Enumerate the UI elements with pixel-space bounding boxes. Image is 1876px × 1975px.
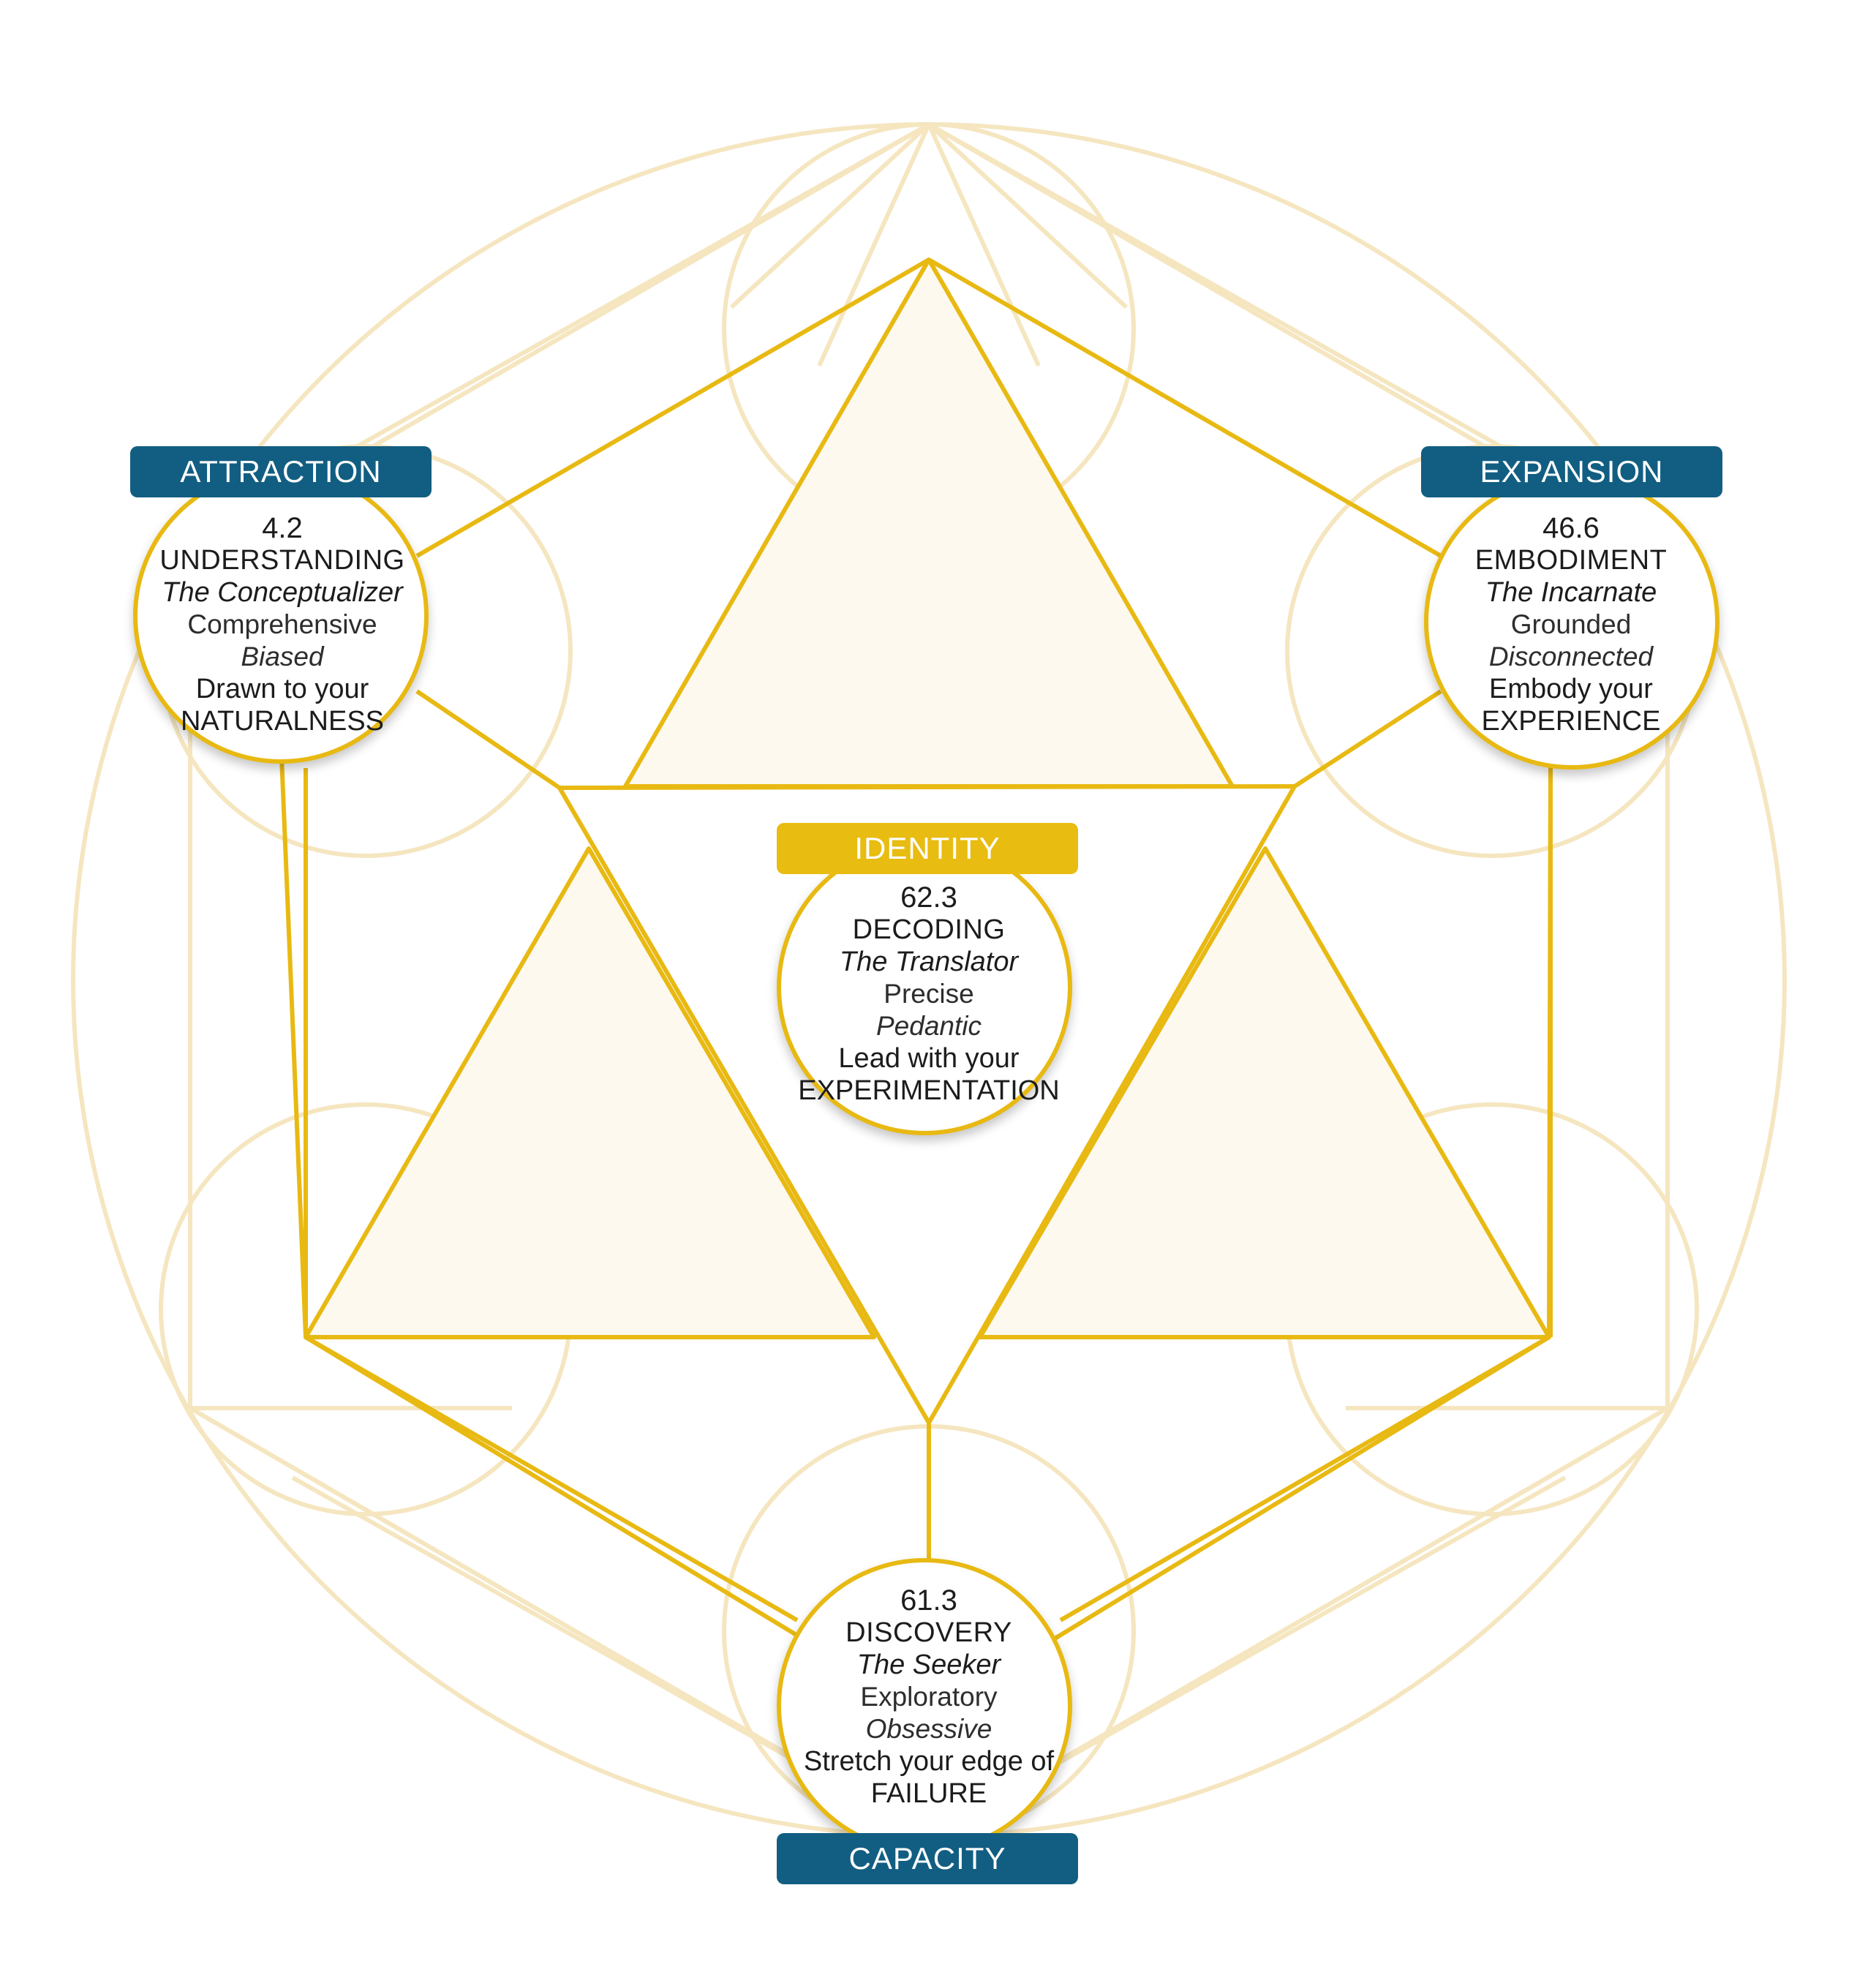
attraction-score: 4.2	[262, 512, 303, 544]
radial-line	[927, 122, 1129, 309]
identity-name: DECODING	[852, 914, 1006, 945]
hexagon-edge	[1293, 689, 1442, 789]
identity-focus: EXPERIMENTATION	[798, 1075, 1060, 1106]
expansion-shadow: Disconnected	[1488, 642, 1654, 672]
hexagon-edge	[1059, 1335, 1551, 1622]
expansion-archetype: The Incarnate	[1485, 577, 1657, 608]
radial-line	[927, 123, 1041, 367]
radial-line	[729, 122, 931, 309]
attraction-shadow: Biased	[241, 642, 324, 672]
radial-line	[817, 123, 931, 367]
hexagon-edge	[415, 257, 930, 558]
attraction-focus: NATURALNESS	[180, 706, 385, 737]
expansion-advice: Embody your	[1489, 674, 1653, 704]
expansion-badge: EXPANSION	[1421, 446, 1722, 497]
attraction-archetype: The Conceptualizer	[162, 577, 403, 608]
attraction-text: 4.2 UNDERSTANDING The Conceptualizer Com…	[129, 512, 436, 737]
radial-line	[927, 122, 1567, 485]
expansion-name: EMBODIMENT	[1474, 545, 1668, 576]
capacity-score: 61.3	[900, 1584, 957, 1617]
identity-score: 62.3	[900, 881, 957, 914]
capacity-archetype: The Seeker	[856, 1649, 1001, 1680]
attraction-gift: Comprehensive	[187, 609, 377, 639]
attraction-name: UNDERSTANDING	[159, 545, 405, 576]
radial-line	[291, 122, 930, 485]
capacity-gift: Exploratory	[860, 1682, 998, 1712]
identity-gift: Precise	[884, 979, 974, 1009]
capacity-focus: FAILURE	[870, 1778, 987, 1809]
expansion-score: 46.6	[1542, 512, 1600, 544]
hexagon-edge	[304, 1335, 799, 1622]
identity-advice: Lead with your	[838, 1043, 1020, 1074]
attraction-advice: Drawn to your	[195, 674, 369, 704]
capacity-text: 61.3 DISCOVERY The Seeker Exploratory Ob…	[775, 1584, 1082, 1810]
capacity-name: DISCOVERY	[845, 1617, 1012, 1648]
identity-shadow: Pedantic	[876, 1011, 982, 1041]
hexagon-edge	[927, 257, 1442, 558]
identity-archetype: The Translator	[839, 947, 1019, 977]
expansion-node[interactable]	[1424, 474, 1719, 770]
capacity-badge: CAPACITY	[777, 1833, 1078, 1884]
expansion-gift: Grounded	[1510, 609, 1632, 639]
upper-triangle	[623, 257, 1235, 789]
attraction-badge: ATTRACTION	[130, 446, 432, 497]
expansion-text: 46.6 EMBODIMENT The Incarnate Grounded D…	[1417, 512, 1725, 737]
capacity-shadow: Obsessive	[865, 1714, 992, 1744]
identity-badge: IDENTITY	[777, 823, 1078, 874]
hexagon-edge	[415, 689, 561, 790]
identity-text: 62.3 DECODING The Translator Precise Ped…	[775, 881, 1082, 1107]
expansion-focus: EXPERIENCE	[1481, 706, 1661, 737]
capacity-advice: Stretch your edge of	[803, 1746, 1055, 1777]
